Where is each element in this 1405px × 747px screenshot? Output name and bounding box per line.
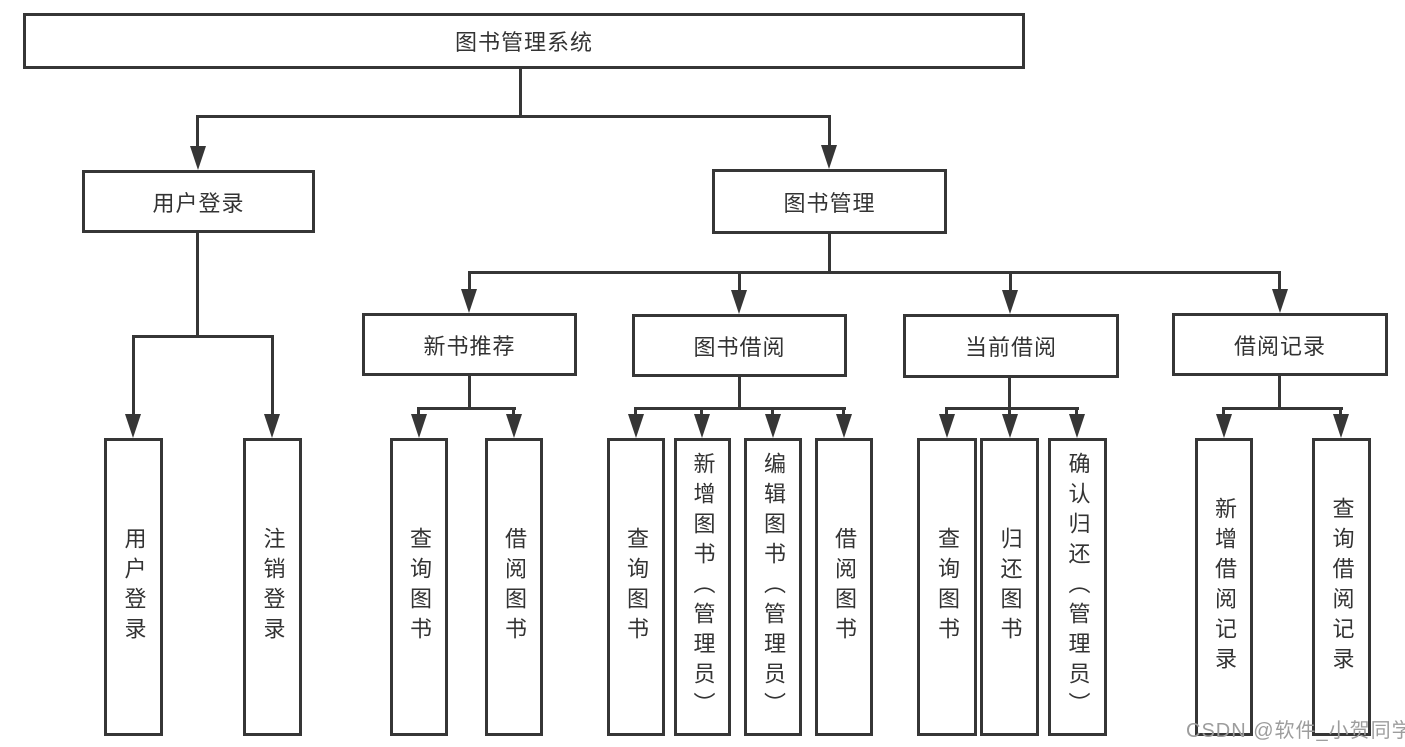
arrow-down — [836, 414, 852, 438]
leaf-br-query-record-label: 查询借阅记录 — [1329, 497, 1355, 677]
arrow-down — [694, 414, 710, 438]
connector — [738, 376, 741, 410]
leaf-bb-query-book: 查询图书 — [607, 438, 665, 736]
connector — [468, 375, 471, 410]
arrow-down — [461, 289, 477, 313]
leaf-bb-query-book-label: 查询图书 — [624, 527, 649, 647]
connector — [828, 115, 831, 148]
arrow-down — [1002, 290, 1018, 314]
leaf-cb-confirm-return-admin: 确认归还（管理员） — [1048, 438, 1107, 736]
node-book-management-label: 图书管理 — [783, 190, 876, 216]
leaf-nbr-borrow-book: 借阅图书 — [485, 438, 543, 736]
leaf-cb-return-book-label: 归还图书 — [997, 527, 1023, 647]
connector — [1222, 407, 1225, 418]
node-root-label: 图书管理系统 — [454, 30, 593, 55]
leaf-bb-borrow-book: 借阅图书 — [815, 438, 873, 736]
leaf-logout-label: 注销登录 — [260, 527, 286, 647]
connector — [945, 407, 948, 418]
connector — [196, 115, 199, 149]
connector — [738, 271, 741, 292]
connector — [771, 407, 774, 418]
connector — [842, 407, 845, 418]
leaf-cb-query-book: 查询图书 — [917, 438, 977, 736]
connector — [512, 407, 515, 418]
connector — [1222, 407, 1343, 410]
connector — [828, 233, 831, 274]
leaf-logout: 注销登录 — [243, 438, 302, 736]
leaf-cb-confirm-return-admin-label: 确认归还（管理员） — [1065, 452, 1091, 722]
arrow-down — [264, 414, 280, 438]
connector — [271, 335, 274, 417]
connector — [1278, 271, 1281, 291]
connector — [945, 407, 1079, 410]
leaf-nbr-query-book: 查询图书 — [390, 438, 448, 736]
connector — [634, 407, 846, 410]
leaf-bb-add-book-admin: 新增图书（管理员） — [674, 438, 731, 736]
arrow-down — [765, 414, 781, 438]
node-book-borrow-label: 图书借阅 — [693, 334, 786, 360]
leaf-br-add-record: 新增借阅记录 — [1195, 438, 1253, 736]
node-new-book-recommend-label: 新书推荐 — [423, 333, 516, 359]
leaf-bb-edit-book-admin: 编辑图书（管理员） — [744, 438, 802, 736]
arrow-down — [411, 414, 427, 438]
node-borrow-record-label: 借阅记录 — [1233, 333, 1326, 359]
leaf-br-query-record: 查询借阅记录 — [1312, 438, 1371, 736]
connector — [417, 407, 516, 410]
connector — [1075, 407, 1078, 418]
connector — [132, 335, 135, 417]
connector — [519, 66, 522, 118]
arrow-down — [125, 414, 141, 438]
arrow-down — [821, 145, 837, 169]
arrow-down — [628, 414, 644, 438]
leaf-nbr-borrow-book-label: 借阅图书 — [502, 527, 527, 647]
leaf-user-login: 用户登录 — [104, 438, 163, 736]
node-borrow-record: 借阅记录 — [1172, 313, 1388, 376]
node-current-borrow-label: 当前借阅 — [964, 335, 1057, 360]
leaf-user-login-label: 用户登录 — [121, 527, 147, 647]
connector — [468, 271, 1281, 274]
connector — [634, 407, 637, 418]
connector — [1278, 375, 1281, 410]
leaf-bb-borrow-book-label: 借阅图书 — [832, 527, 857, 647]
connector — [1339, 407, 1342, 418]
node-book-management: 图书管理 — [712, 169, 947, 234]
arrow-down — [939, 414, 955, 438]
csdn-watermark: CSDN @软件_小贺同学 — [1186, 720, 1405, 742]
node-new-book-recommend: 新书推荐 — [362, 313, 577, 376]
arrow-down — [506, 414, 522, 438]
leaf-cb-query-book-label: 查询图书 — [935, 527, 960, 647]
connector — [417, 407, 420, 418]
leaf-bb-add-book-admin-label: 新增图书（管理员） — [690, 452, 716, 722]
connector — [1008, 378, 1011, 418]
node-user-login: 用户登录 — [82, 170, 315, 233]
connector — [468, 271, 471, 291]
connector — [132, 335, 274, 338]
leaf-br-add-record-label: 新增借阅记录 — [1212, 497, 1237, 677]
node-book-borrow: 图书借阅 — [632, 314, 847, 377]
node-current-borrow: 当前借阅 — [903, 314, 1119, 378]
leaf-nbr-query-book-label: 查询图书 — [407, 527, 432, 647]
arrow-down — [1272, 289, 1288, 313]
connector — [1009, 271, 1012, 292]
arrow-down — [1069, 414, 1085, 438]
connector — [700, 407, 703, 418]
arrow-down — [731, 290, 747, 314]
arrow-down — [1216, 414, 1232, 438]
connector — [196, 232, 199, 337]
leaf-bb-edit-book-admin-label: 编辑图书（管理员） — [761, 452, 786, 722]
connector — [196, 115, 831, 118]
arrow-down — [1333, 414, 1349, 438]
node-user-login-label: 用户登录 — [152, 190, 245, 216]
leaf-cb-return-book: 归还图书 — [980, 438, 1039, 736]
node-root: 图书管理系统 — [23, 13, 1025, 69]
arrow-down — [1002, 414, 1018, 438]
arrow-down — [190, 146, 206, 170]
